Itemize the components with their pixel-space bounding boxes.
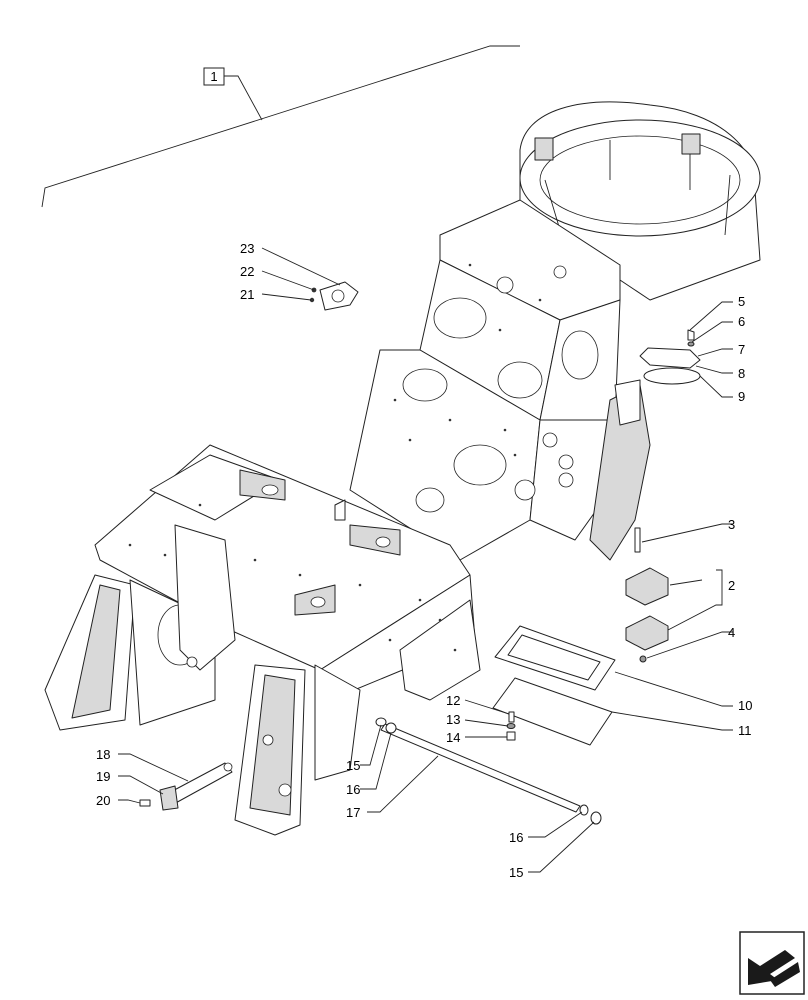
washer-6 [687, 341, 695, 347]
bolt-5 [687, 329, 695, 341]
callout-4: 4 [728, 625, 735, 640]
callout-13: 13 [446, 712, 460, 727]
callout-16-lower: 16 [509, 830, 523, 845]
callout-20: 20 [96, 793, 110, 808]
callout-16-upper: 16 [346, 782, 360, 797]
bolt-3 [634, 527, 641, 553]
nut-15-upper [375, 717, 387, 727]
leader-lines [118, 247, 733, 873]
callout-3: 3 [728, 517, 735, 532]
washer-13 [506, 723, 516, 729]
callout-12: 12 [446, 693, 460, 708]
callout-22: 22 [240, 264, 254, 279]
callout-17: 17 [346, 805, 360, 820]
screw-21 [309, 297, 315, 303]
callout-11: 11 [738, 723, 752, 738]
plate-7 [639, 347, 701, 369]
assembly-label: 1 [210, 69, 217, 84]
callout-15-upper: 15 [346, 758, 360, 773]
screw-20 [139, 799, 151, 807]
nut-15-lower [590, 811, 602, 825]
callout-10: 10 [738, 698, 752, 713]
callout-2: 2 [728, 578, 735, 593]
next-page-arrow-icon[interactable] [739, 931, 805, 995]
callout-19: 19 [96, 769, 110, 784]
callout-14: 14 [446, 730, 460, 745]
frame-assembly [44, 101, 761, 836]
fastener-dots [128, 263, 542, 652]
spacer-16-lower [579, 804, 589, 816]
assembly-callout: 1 [41, 45, 520, 208]
callout-15-lower: 15 [509, 865, 523, 880]
bolt-12 [508, 711, 515, 723]
oring-9 [643, 367, 701, 385]
spacer-16-upper [385, 722, 397, 734]
callout-7: 7 [738, 342, 745, 357]
gasket-10-inner [507, 634, 601, 681]
callout-23: 23 [240, 241, 254, 256]
plate-11 [492, 677, 613, 746]
callout-numbers: 23 22 21 5 6 7 8 9 3 2 4 10 11 12 13 14 … [96, 241, 752, 880]
callout-8: 8 [738, 366, 745, 381]
callout-6: 6 [738, 314, 745, 329]
callout-9: 9 [738, 389, 745, 404]
mount-block-upper [625, 567, 669, 606]
plug-14 [506, 731, 516, 741]
bracket-19 [159, 785, 179, 811]
cover-plate-23 [319, 281, 359, 311]
rod-17 [380, 723, 581, 813]
callout-21: 21 [240, 287, 254, 302]
callout-5: 5 [738, 294, 745, 309]
nut-4 [639, 655, 647, 663]
mount-block-lower [625, 615, 669, 651]
callout-18: 18 [96, 747, 110, 762]
